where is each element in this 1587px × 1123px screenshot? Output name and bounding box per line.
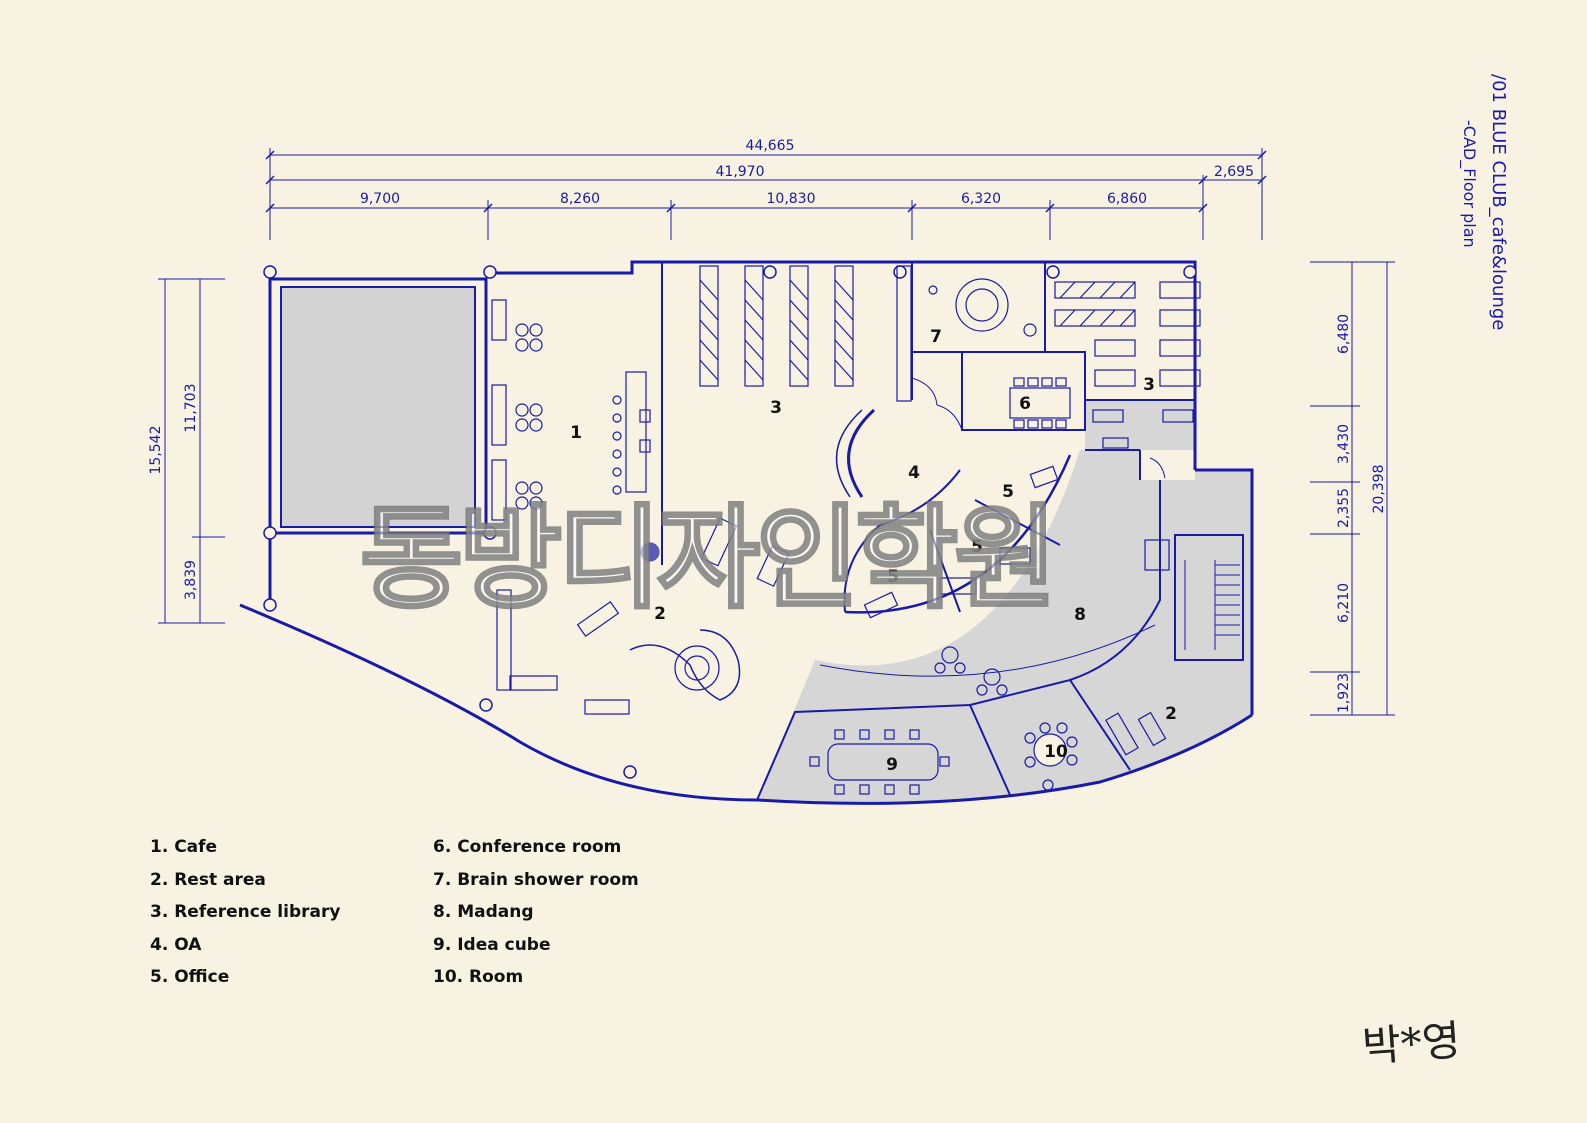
library-east-zone [1085, 400, 1195, 450]
idea-cube-furniture [809, 729, 950, 795]
library-shelves [699, 265, 912, 402]
room-label-oa: 4 [908, 463, 920, 483]
dim-top-seg-3: 10,830 [767, 191, 816, 207]
room-label-office-b: 5 [971, 537, 983, 557]
dim-top-seg-2: 8,260 [560, 191, 600, 207]
dimensions-top [269, 148, 1263, 240]
north-wall [490, 260, 1197, 470]
dim-top-seg-4: 6,320 [961, 191, 1001, 207]
legend-item: 5. Office [150, 967, 230, 987]
dim-right-seg-5: 1,923 [1336, 673, 1352, 713]
legend-item: 6. Conference room [433, 837, 622, 857]
legend-left: 1. Cafe 2. Rest area 3. Reference librar… [150, 836, 340, 999]
legend-right: 6. Conference room 7. Brain shower room … [433, 836, 639, 999]
columns [263, 265, 1197, 779]
cafe-kitchen-block [280, 286, 476, 528]
room10-furniture [1024, 722, 1078, 791]
dim-left-seg-1: 11,703 [183, 384, 199, 433]
cafe-furniture [491, 299, 660, 562]
dim-left-seg-2: 3,839 [183, 560, 199, 600]
drawing-title: /01 BLUE CLUB_cafe&lounge [1488, 74, 1509, 331]
room-label-madang: 8 [1074, 605, 1086, 625]
signature: 박*영 [1360, 1015, 1463, 1072]
building-outline [239, 260, 1254, 805]
dim-right-seg-3: 2,355 [1336, 488, 1352, 528]
dimensions-right [1310, 261, 1395, 716]
room-label-library: 3 [770, 398, 782, 418]
stair-core-wall [1195, 468, 1254, 715]
dim-right-seg-1: 6,480 [1336, 314, 1352, 354]
brain-shower-furniture [928, 278, 1037, 337]
dim-right-seg-2: 3,430 [1336, 424, 1352, 464]
dimension-ticks [265, 150, 1267, 213]
dim-top-sub: 41,970 [716, 164, 765, 180]
office-furniture [863, 465, 1170, 619]
dim-right-overall: 20,398 [1371, 465, 1387, 514]
drawing-subtitle: -CAD_Floor plan [1460, 120, 1479, 248]
legend-item: 2. Rest area [150, 869, 266, 890]
legend-item: 1. Cafe [150, 837, 218, 857]
dim-left-overall: 15,542 [148, 426, 164, 475]
room-label-rest-area: 2 [654, 604, 666, 624]
legend-item: 3. Reference library [150, 902, 341, 922]
legend-item: 4. OA [150, 934, 202, 955]
legend-item: 7. Brain shower room [433, 869, 639, 890]
watermark: 동방디자인학원 [358, 493, 1058, 626]
dim-top-right: 2,695 [1214, 164, 1254, 180]
room-label-rest-area-east: 2 [1165, 704, 1177, 724]
cafe-terrace-frame [268, 277, 488, 535]
madang-zone [757, 450, 1252, 803]
room-label-office-a: 5 [1002, 482, 1014, 502]
madang-furniture [934, 646, 1167, 756]
dimensions-left [158, 278, 225, 624]
legend-item: 9. Idea cube [433, 934, 551, 955]
room-label-room: 10 [1044, 742, 1068, 762]
room-label-conference: 6 [1019, 394, 1031, 414]
dim-top-overall: 44,665 [746, 138, 795, 154]
dim-top-seg-1: 9,700 [360, 191, 400, 207]
room-label-office-c: 5 [887, 567, 899, 587]
room-label-idea-cube: 9 [886, 755, 898, 775]
room-label-cafe: 1 [570, 423, 582, 443]
conference-furniture [1009, 377, 1071, 429]
dim-top-seg-5: 6,860 [1107, 191, 1147, 207]
curved-south-wall [239, 603, 1253, 805]
legend-item: 8. Madang [433, 902, 534, 922]
library-east-shelves [1054, 281, 1201, 449]
dim-right-seg-4: 6,210 [1336, 583, 1352, 623]
rest-area-furniture [496, 517, 790, 715]
legend-item: 10. Room [433, 967, 524, 987]
room-label-library-east: 3 [1143, 375, 1155, 395]
room-label-brain-shower: 7 [930, 327, 942, 347]
